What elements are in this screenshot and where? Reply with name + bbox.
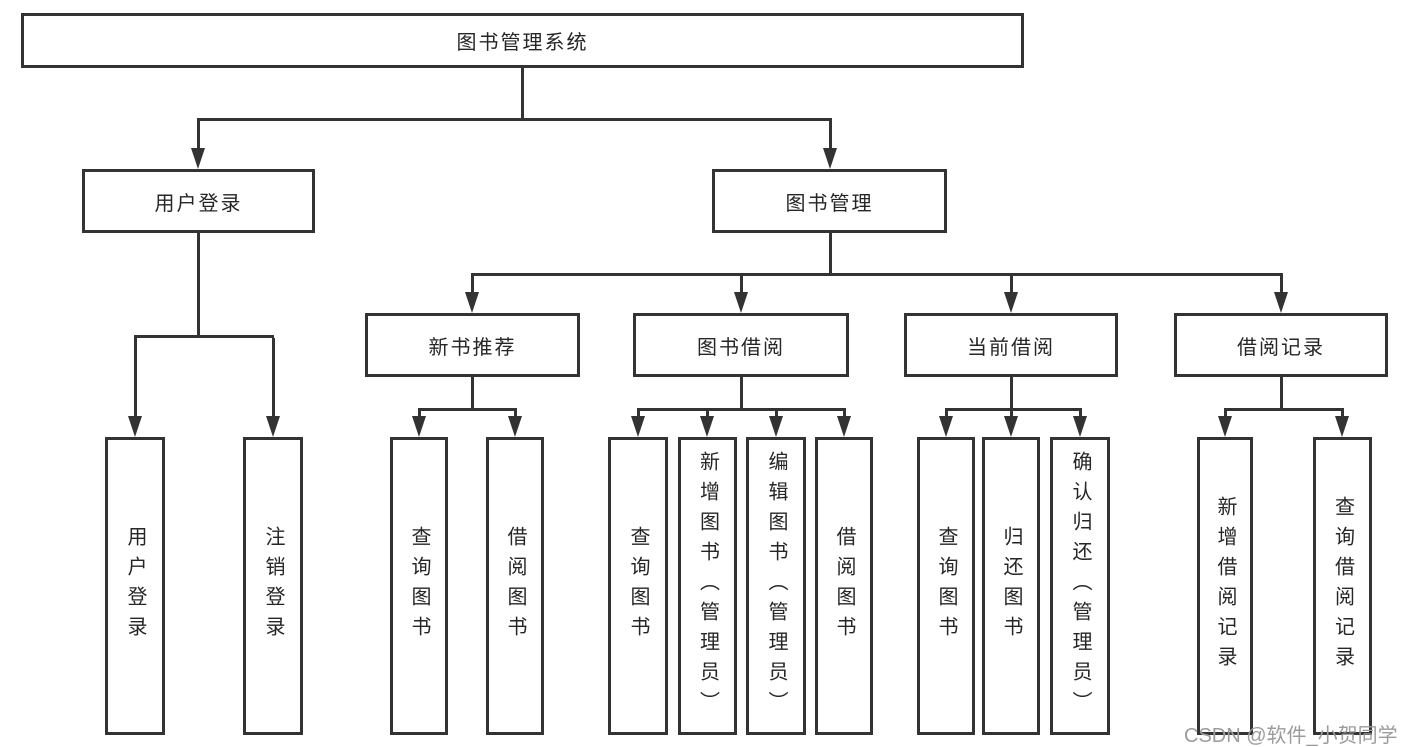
leaf-confirm-return-admin: 确认归还（管理员）: [1050, 437, 1110, 735]
leaf-borrow-books-recommend: 借阅图书: [486, 437, 544, 735]
connector-line: [1280, 377, 1283, 408]
node-label: 当前借阅: [967, 336, 1055, 359]
connector-line: [514, 411, 517, 416]
connector-line: [945, 411, 948, 416]
connector-line: [1010, 276, 1013, 292]
leaf-add-borrow-record: 新增借阅记录: [1197, 437, 1253, 735]
connector-line: [1010, 411, 1013, 416]
arrow-down-icon: [939, 416, 953, 437]
node-label: 新书推荐: [428, 336, 517, 359]
node-label: 查询图书: [408, 526, 430, 646]
node-user-login: 用户登录: [82, 169, 315, 233]
connector-line: [740, 276, 743, 292]
leaf-add-book-admin: 新增图书（管理员）: [678, 437, 737, 735]
connector-line: [1010, 377, 1013, 408]
arrow-down-icon: [128, 416, 142, 437]
connector-line: [706, 411, 709, 416]
node-label: 查询图书: [627, 526, 649, 646]
leaf-query-books-recommend: 查询图书: [390, 437, 448, 735]
connector-line: [1224, 408, 1344, 411]
arrow-down-icon: [1274, 292, 1288, 313]
leaf-logout: 注销登录: [243, 437, 303, 735]
connector-line: [1079, 411, 1082, 416]
node-book-management: 图书管理: [712, 169, 947, 233]
leaf-user-login: 用户登录: [105, 437, 165, 735]
node-current-borrowing: 当前借阅: [904, 313, 1118, 377]
arrow-down-icon: [266, 416, 280, 437]
leaf-return-books: 归还图书: [982, 437, 1040, 735]
node-label: 借阅记录: [1237, 336, 1325, 359]
arrow-down-icon: [412, 416, 426, 437]
node-label: 编辑图书（管理员）: [765, 451, 787, 721]
leaf-query-books-current: 查询图书: [917, 437, 975, 735]
leaf-query-borrow-record: 查询借阅记录: [1313, 437, 1372, 735]
arrow-down-icon: [700, 416, 714, 437]
arrow-down-icon: [1218, 416, 1232, 437]
node-label: 归还图书: [1000, 526, 1022, 646]
node-label: 图书借阅: [697, 336, 785, 359]
leaf-query-books-borrow: 查询图书: [608, 437, 668, 735]
connector-line: [945, 408, 1082, 411]
connector-line: [471, 276, 474, 292]
arrow-down-icon: [1335, 416, 1349, 437]
connector-line: [197, 121, 200, 148]
node-label: 注销登录: [262, 526, 284, 646]
connector-line: [775, 411, 778, 416]
connector-line: [637, 408, 846, 411]
connector-line: [418, 408, 517, 411]
csdn-watermark: CSDN @软件_小贺同学: [1184, 725, 1398, 747]
node-label: 用户登录: [124, 526, 146, 646]
connector-line: [1341, 411, 1344, 416]
node-label: 用户登录: [154, 192, 243, 215]
connector-line: [637, 411, 640, 416]
leaf-edit-book-admin: 编辑图书（管理员）: [746, 437, 806, 735]
arrow-down-icon: [1073, 416, 1087, 437]
node-label: 借阅图书: [833, 526, 855, 646]
arrow-down-icon: [769, 416, 783, 437]
connector-line: [471, 377, 474, 408]
node-label: 图书管理系统: [456, 32, 589, 54]
arrow-down-icon: [1004, 292, 1018, 313]
arrow-down-icon: [823, 148, 837, 169]
connector-line: [197, 233, 200, 335]
connector-line: [521, 68, 524, 118]
connector-line: [740, 377, 743, 408]
connector-line: [1280, 276, 1283, 292]
connector-line: [1224, 411, 1227, 416]
node-label: 新增图书（管理员）: [696, 451, 719, 721]
arrow-down-icon: [508, 416, 522, 437]
node-label: 确认归还（管理员）: [1069, 451, 1091, 721]
arrow-down-icon: [734, 292, 748, 313]
connector-line: [134, 338, 137, 416]
node-label: 新增借阅记录: [1214, 496, 1236, 676]
node-label: 借阅图书: [504, 526, 526, 646]
connector-line: [829, 121, 832, 148]
arrow-down-icon: [837, 416, 851, 437]
node-book-borrowing: 图书借阅: [633, 313, 849, 377]
leaf-borrow-books: 借阅图书: [815, 437, 873, 735]
connector-line: [418, 411, 421, 416]
node-label: 查询图书: [935, 526, 957, 646]
arrow-down-icon: [191, 148, 205, 169]
connector-line: [843, 411, 846, 416]
connector-line: [272, 338, 275, 416]
connector-line: [471, 273, 1283, 276]
node-label: 图书管理: [785, 192, 874, 215]
node-new-book-recommendation: 新书推荐: [365, 313, 580, 377]
node-borrowing-records: 借阅记录: [1174, 313, 1388, 377]
connector-line: [134, 335, 274, 338]
arrow-down-icon: [1004, 416, 1018, 437]
connector-line: [197, 118, 832, 121]
arrow-down-icon: [465, 292, 479, 313]
node-library-system: 图书管理系统: [21, 13, 1024, 68]
arrow-down-icon: [631, 416, 645, 437]
connector-line: [829, 233, 832, 273]
node-label: 查询借阅记录: [1331, 496, 1354, 676]
